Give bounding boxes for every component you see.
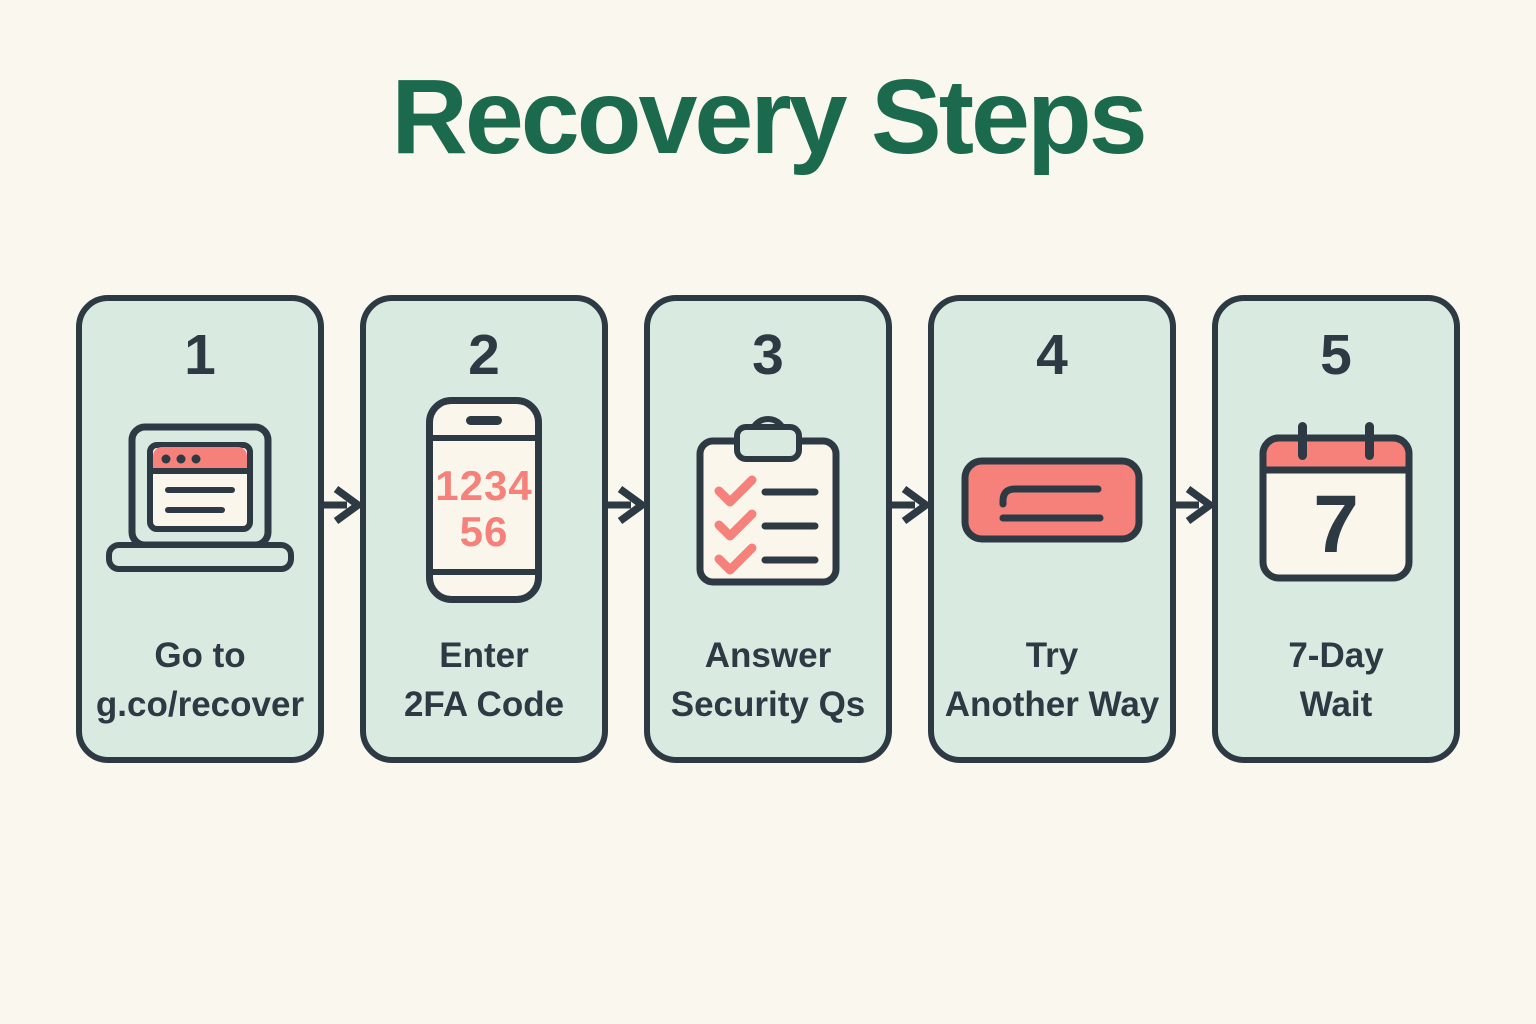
arrow-right-icon (888, 295, 932, 763)
step-number: 1 (184, 323, 216, 388)
step-number: 2 (468, 323, 500, 388)
step-label-line2: Another Way (944, 685, 1160, 725)
arrow-right-icon-svg (888, 486, 932, 525)
phone-2fa-code-icon-svg: 1234 56 (426, 397, 542, 604)
steps-row: 1 Go to g.co/recover (0, 295, 1536, 764)
step-label: Try Another Way (945, 631, 1160, 729)
step-label: Answer Security Qs (671, 631, 866, 729)
arrow-right-icon-svg (604, 486, 648, 525)
step-number: 3 (752, 323, 784, 388)
wait-calendar-icon-svg: 7 (1259, 422, 1413, 582)
laptop-browser-icon-svg (106, 423, 294, 573)
laptop-browser-icon (100, 422, 300, 578)
step-label-line2: 2FA Code (403, 685, 565, 725)
arrow-right-icon (1172, 295, 1216, 763)
phone-code-line1: 1234 (435, 462, 532, 509)
step-label: 7-Day Wait (1288, 631, 1383, 729)
step-label-line1: 7-Day (1288, 636, 1384, 676)
step-label: Enter 2FA Code (404, 631, 564, 729)
step-label-line1: Go to (154, 636, 246, 676)
phone-code-line2: 56 (460, 508, 509, 555)
step-label-line1: Try (1025, 636, 1079, 676)
alternate-method-button-icon-svg (961, 457, 1143, 543)
step-number: 4 (1036, 323, 1068, 388)
step-card-1: 1 Go to g.co/recover (76, 295, 324, 764)
step-card-2: 2 1234 56 Enter 2FA Code (360, 295, 608, 764)
wait-calendar-icon: 7 (1257, 416, 1415, 584)
security-checklist-icon (693, 411, 843, 589)
step-label-line1: Answer (704, 636, 832, 676)
arrow-right-icon-svg (1172, 486, 1216, 525)
step-label-line1: Enter (439, 636, 529, 676)
page-title: Recovery Steps (391, 58, 1147, 176)
arrow-right-icon (604, 295, 648, 763)
step-card-4: 4 Try Another Way (928, 295, 1176, 764)
phone-2fa-code-icon: 1234 56 (425, 396, 543, 604)
calendar-day-number: 7 (1313, 479, 1359, 570)
step-card-5: 5 7 7-Day Wait (1212, 295, 1460, 764)
step-card-3: 3 Answer Security Qs (644, 295, 892, 764)
step-label-line2: Wait (1299, 685, 1373, 725)
alternate-method-button-icon (960, 456, 1144, 544)
step-label: Go to g.co/recover (96, 631, 304, 729)
security-checklist-icon-svg (696, 416, 840, 586)
arrow-right-icon-svg (320, 486, 364, 525)
step-label-line2: Security Qs (670, 685, 866, 725)
arrow-right-icon (320, 295, 364, 763)
step-number: 5 (1320, 323, 1352, 388)
step-label-line2: g.co/recover (95, 685, 305, 725)
